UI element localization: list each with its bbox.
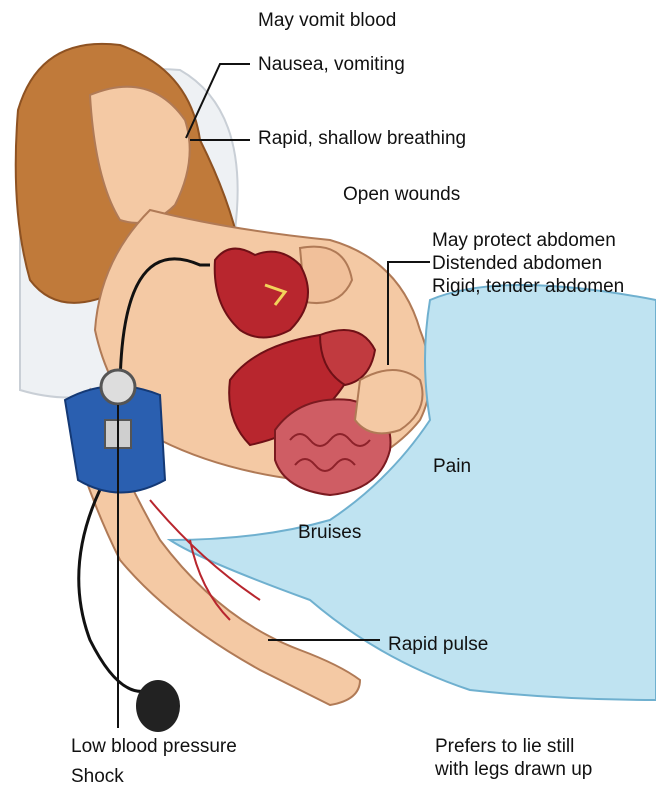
label-may-vomit-blood: May vomit blood	[258, 9, 396, 32]
leader-abdomen	[388, 262, 430, 365]
label-open-wounds: Open wounds	[343, 183, 460, 206]
label-rapid-pulse: Rapid pulse	[388, 633, 488, 656]
label-bruises: Bruises	[298, 521, 361, 544]
label-shock: Shock	[71, 765, 124, 788]
label-distended-abdomen: Distended abdomen	[432, 252, 602, 275]
label-nausea-vomiting: Nausea, vomiting	[258, 53, 405, 76]
leader-nausea	[186, 64, 250, 138]
label-may-protect-abdomen: May protect abdomen	[432, 229, 616, 252]
label-low-blood-pressure: Low blood pressure	[71, 735, 237, 758]
label-rapid-shallow-breathing: Rapid, shallow breathing	[258, 127, 466, 150]
label-rigid-tender-abdomen: Rigid, tender abdomen	[432, 275, 624, 298]
label-prefers-to-lie-still: Prefers to lie still	[435, 735, 574, 758]
label-with-legs-drawn-up: with legs drawn up	[435, 758, 592, 781]
label-pain: Pain	[433, 455, 471, 478]
